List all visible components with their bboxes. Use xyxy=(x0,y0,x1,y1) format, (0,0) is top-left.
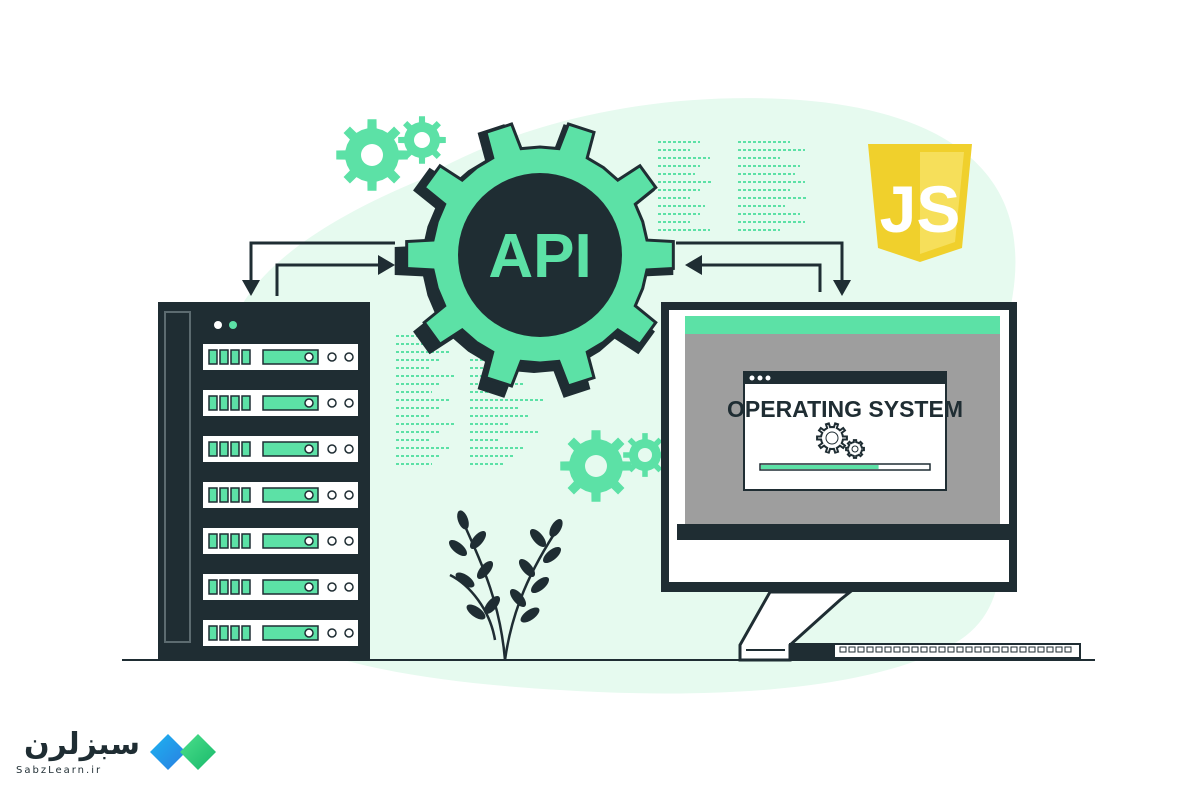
keyboard-key xyxy=(1019,646,1027,653)
keyboard-key xyxy=(938,646,946,653)
rack-unit xyxy=(201,342,360,372)
window-dot xyxy=(749,375,755,381)
window-dot xyxy=(765,375,771,381)
brand-name: سبزلرن xyxy=(24,727,140,762)
keyboard-key xyxy=(920,646,928,653)
api-gear-hub xyxy=(458,173,622,337)
plant-leaves xyxy=(448,510,563,623)
gear-icon xyxy=(845,439,865,459)
keyboard-key xyxy=(848,646,856,653)
brand-logo-icon xyxy=(150,734,216,770)
rack-led-green xyxy=(229,321,237,329)
keyboard-key xyxy=(947,646,955,653)
rack-unit xyxy=(201,526,360,556)
keyboard-key xyxy=(1010,646,1018,653)
keyboard-key xyxy=(857,646,865,653)
keyboard-key xyxy=(1037,646,1045,653)
gear-icon xyxy=(560,430,632,502)
rack-units xyxy=(201,342,360,648)
keyboard-key xyxy=(956,646,964,653)
gear-icon xyxy=(816,422,848,454)
window-dot xyxy=(757,375,763,381)
server-rack xyxy=(158,302,370,660)
arrow-head-down-left xyxy=(242,280,260,296)
keyboard-key xyxy=(1028,646,1036,653)
keyboard-key xyxy=(974,646,982,653)
plant xyxy=(449,514,562,661)
keyboard-key xyxy=(839,646,847,653)
keyboard-key xyxy=(1046,646,1054,653)
code-strips-top xyxy=(658,141,808,231)
keyboard-key xyxy=(884,646,892,653)
keyboard-key xyxy=(983,646,991,653)
brand-domain: SabzLearn.ir xyxy=(16,765,103,776)
keyboard-key xyxy=(1064,646,1072,653)
keyboard-key xyxy=(1001,646,1009,653)
keyboard-key xyxy=(1055,646,1063,653)
rack-unit xyxy=(201,434,360,464)
keyboard-key xyxy=(893,646,901,653)
rack-unit xyxy=(201,388,360,418)
monitor xyxy=(661,302,1081,662)
arrows-left xyxy=(249,241,395,296)
arrow-head-right-left xyxy=(378,255,395,275)
gear-icon xyxy=(398,116,446,164)
keyboard-key xyxy=(929,646,937,653)
gear-icon xyxy=(623,433,667,477)
rack-unit xyxy=(201,572,360,602)
javascript-badge: JS xyxy=(868,144,972,262)
os-window: OPERATING SYSTEM xyxy=(727,371,963,491)
progress-fill xyxy=(761,465,879,469)
rack-unit xyxy=(201,480,360,510)
gear-icon xyxy=(336,119,408,191)
rack-unit xyxy=(201,618,360,648)
arrows-right xyxy=(676,241,844,292)
arrow-head-left-right xyxy=(685,255,702,275)
keyboard-key xyxy=(866,646,874,653)
keyboard-key xyxy=(965,646,973,653)
keyboard-key xyxy=(875,646,883,653)
rack-led-white xyxy=(214,321,222,329)
os-window-title: OPERATING SYSTEM xyxy=(727,396,963,422)
api-label: API xyxy=(488,222,591,291)
keyboard-key xyxy=(992,646,1000,653)
brand: سبزلرن SabzLearn.ir xyxy=(12,725,222,785)
js-label: JS xyxy=(880,172,961,246)
keyboard-key xyxy=(911,646,919,653)
keyboard-key xyxy=(902,646,910,653)
arrow-head-down-right xyxy=(833,280,851,296)
